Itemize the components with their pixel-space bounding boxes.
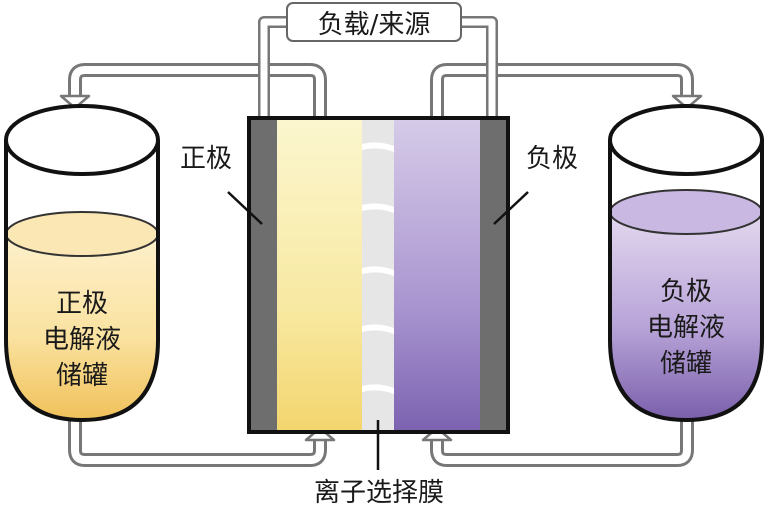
right-tank-label: 负极 电解液 储罐 xyxy=(610,274,762,382)
arrow-into-right-tank xyxy=(671,94,703,110)
membrane-label: 离子选择膜 xyxy=(314,478,445,508)
right-tank-line: 负极 xyxy=(659,277,712,307)
leader-lines xyxy=(227,191,529,470)
cell-stack xyxy=(247,116,510,434)
left-tank xyxy=(4,104,160,423)
negative-electrode xyxy=(480,118,508,432)
left-tank-line: 储罐 xyxy=(55,361,108,391)
left-tank-line: 正极 xyxy=(55,289,108,319)
load-source-box: 负载/来源 xyxy=(286,2,462,42)
negative-chamber xyxy=(394,118,480,432)
right-tank-line: 电解液 xyxy=(646,313,725,343)
load-source-label: 负载/来源 xyxy=(317,9,431,40)
arrow-into-left-tank xyxy=(59,94,91,110)
negative-electrode-label: 负极 xyxy=(526,144,579,174)
left-tank-label: 正极 电解液 储罐 xyxy=(6,286,158,394)
positive-electrode xyxy=(249,118,277,432)
leader-negative xyxy=(493,191,529,225)
leader-positive xyxy=(227,191,263,225)
positive-electrode-label: 正极 xyxy=(180,144,233,174)
right-tank-line: 储罐 xyxy=(659,349,712,379)
left-tank-line: 电解液 xyxy=(42,325,121,355)
right-tank xyxy=(608,104,764,423)
membrane-pores xyxy=(362,142,394,394)
pipes xyxy=(68,16,694,467)
positive-chamber xyxy=(277,118,362,432)
membrane xyxy=(362,118,394,432)
